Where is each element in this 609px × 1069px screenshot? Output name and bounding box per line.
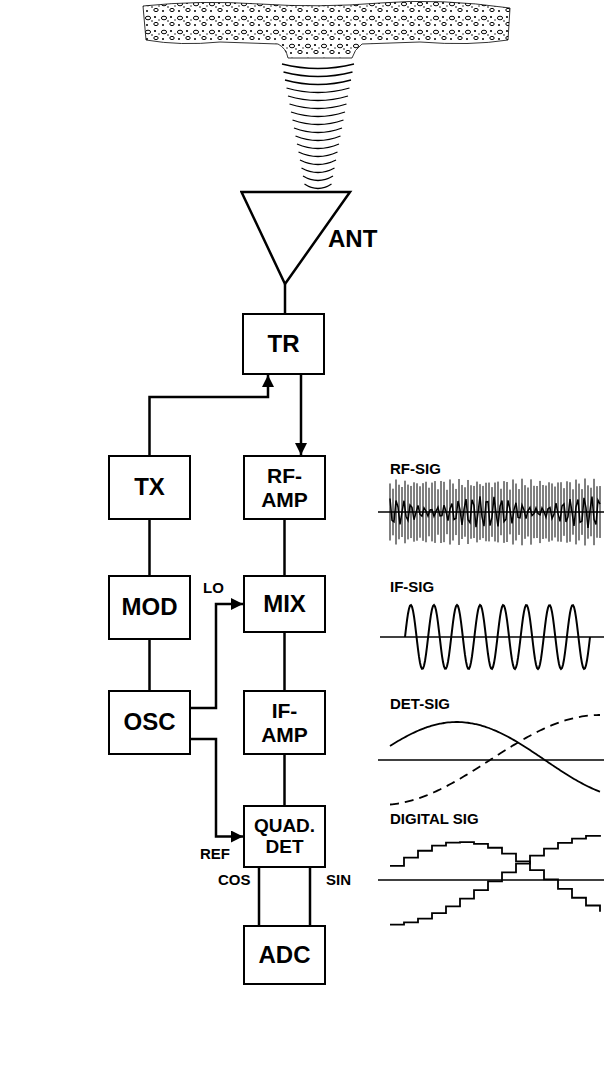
block-label: MOD [122,594,178,620]
waveform-label: DET-SIG [388,696,452,713]
rf-waveform [378,479,604,546]
process-box: ADC [243,925,326,985]
wave-arc [291,112,345,117]
carrier-stroke [444,482,445,542]
process-box: IF- AMP [243,690,326,755]
process-box: RF- AMP [243,455,326,520]
signal-line [309,868,312,925]
waveform-label: IF-SIG [388,579,436,596]
carrier-stroke [480,484,481,540]
signal-name: REF [198,846,232,863]
signal-line [283,520,286,575]
carrier-stroke [393,489,394,536]
carrier-stroke [567,481,568,542]
carrier-stroke [465,487,466,536]
block-label: MIX [263,591,306,617]
cos-trace [390,722,600,792]
carrier-stroke [501,489,502,535]
carrier-stroke [588,485,589,538]
wave-arc [303,176,333,181]
block-label: RF- AMP [248,464,321,510]
process-box: OSC [108,690,191,755]
signal-line [191,739,243,837]
axis-line [380,636,604,638]
process-box: MIX [243,575,326,633]
signal-line [300,375,303,455]
carrier-stroke [570,482,571,542]
signal-name: COS [216,872,253,889]
signal-line [191,604,243,708]
carrier-stroke [411,486,412,538]
signal-line [148,520,151,575]
signal-line [283,755,286,805]
carrier-stroke [585,479,586,546]
carrier-stroke [591,488,592,537]
if-waveform [380,605,604,669]
radar-waves [282,64,354,189]
process-box: QUAD. DET [243,805,326,868]
carrier-stroke [477,482,478,543]
carrier-stroke [552,483,553,540]
if-trace [405,605,590,669]
carrier-stroke [414,482,415,541]
process-box: TX [108,455,191,520]
signal-line [284,284,287,313]
block-label: IF- AMP [248,699,321,745]
wave-arc [290,104,347,109]
wave-arc [297,144,339,149]
antenna-label: ANT [328,226,377,252]
cos-steps [390,842,600,912]
wave-arc [302,168,335,173]
carrier-stroke [546,486,547,539]
process-box: MOD [108,575,191,640]
wave-arc [296,136,341,141]
block-label: TX [134,474,165,500]
wave-arc [300,160,336,165]
carrier-stroke [549,482,550,541]
wave-arc [284,72,353,77]
carrier-stroke [519,489,520,535]
wave-arc [294,128,342,133]
signal-line [148,640,151,690]
carrier-stroke [459,479,460,545]
wave-arc [299,152,338,157]
wave-arc [282,64,354,69]
carrier-stroke [516,484,517,541]
echo-trace [390,496,600,528]
wave-arc [287,88,350,93]
wave-arc [305,184,332,189]
block-label: TR [268,331,300,357]
target-clutter [143,1,510,58]
process-box: TR [242,313,325,375]
carrier-stroke [498,482,499,543]
signal-name: LO [201,580,226,597]
block-label: OSC [123,709,175,735]
carrier-stroke [600,486,601,538]
sin-steps [390,835,600,925]
waveform-label: RF-SIG [388,461,443,478]
carrier-stroke [483,486,484,538]
carrier-stroke [462,485,463,539]
signal-line [150,375,269,455]
carrier-stroke [441,481,442,543]
wave-arc [293,120,344,125]
signal-line [258,868,261,925]
det-waveform [378,715,604,805]
antenna-symbol: ANT [240,190,400,286]
digital-waveform [378,835,604,925]
carrier-stroke [390,483,391,540]
signal-line [283,633,286,690]
block-label: QUAD. DET [248,816,321,858]
waveform-label: DIGITAL SIG [388,811,481,828]
wave-arc [285,80,351,85]
block-label: ADC [259,942,311,968]
wave-arc [288,96,348,101]
sin-trace [390,715,600,805]
signal-name: SIN [324,872,353,889]
